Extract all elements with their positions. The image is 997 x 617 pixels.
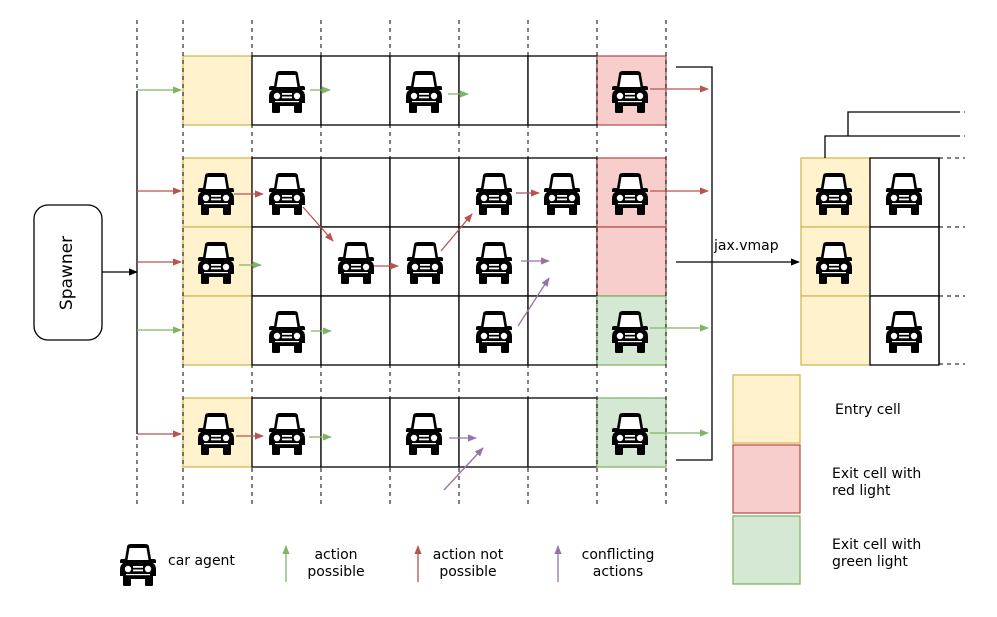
grid-cell (251, 226, 322, 297)
grid-cell (320, 157, 391, 228)
stack-wire-2 (847, 111, 960, 136)
legend-conflicting-line1: conflicting (581, 547, 655, 563)
arrow-layer (137, 85, 709, 582)
legend-conflicting-line2: actions (592, 564, 644, 580)
wire-layer (33, 66, 965, 461)
spawner-label: Spawner (57, 235, 78, 311)
grid-cell (182, 295, 253, 366)
legend-action-possible-line1: action (314, 547, 358, 563)
grid-cell (527, 55, 598, 126)
legend-exit-green-label: Exit cell with green light (832, 537, 921, 571)
grid-cell (320, 55, 391, 126)
action-arrow (517, 277, 550, 327)
grid-cell (458, 55, 529, 126)
grid-cell (527, 397, 598, 468)
grid-cell (458, 397, 529, 468)
vmap-grid-cell (869, 226, 940, 297)
grid-layer (136, 20, 965, 585)
grid-cell (596, 226, 667, 297)
legend-exit-red-line1: Exit cell with (832, 466, 922, 482)
legend-exit-green-line1: Exit cell with (832, 537, 922, 553)
stack-wire-1 (824, 135, 960, 158)
action-arrow (302, 206, 334, 242)
grid-cell (320, 397, 391, 468)
grid-cell (527, 295, 598, 366)
grid-cell (182, 55, 253, 126)
legend-action-possible-label: action possible (303, 547, 369, 581)
legend-action-not-possible-line1: action not (432, 547, 504, 563)
legend-entry-cell-label: Entry cell (835, 402, 901, 418)
spawner-label-box: Spawner (52, 208, 82, 338)
grid-cell (320, 295, 391, 366)
legend-exit-green-line2: green light (832, 554, 908, 570)
vmap-label: jax.vmap (714, 238, 779, 254)
legend-action-possible-line2: possible (307, 564, 365, 580)
legend-car-agent-label: car agent (168, 553, 235, 569)
legend-action-not-possible-label: action not possible (427, 547, 509, 581)
legend-conflicting-label: conflicting actions (571, 547, 665, 581)
exit-collector (676, 66, 713, 461)
action-arrow (443, 447, 484, 491)
grid-cell (596, 157, 667, 228)
vmap-grid-cell (869, 157, 940, 228)
legend-exit-red-line2: red light (832, 483, 891, 499)
legend-green-swatch (732, 515, 801, 585)
legend-action-not-possible-line2: possible (439, 564, 497, 580)
legend-exit-red-label: Exit cell with red light (832, 466, 921, 500)
grid-cell (389, 157, 460, 228)
vmap-grid-cell (800, 295, 871, 366)
legend-entry-swatch (732, 374, 801, 444)
car-icon (120, 544, 156, 586)
grid-cell (389, 295, 460, 366)
action-arrow (440, 213, 473, 252)
legend-red-swatch (732, 444, 801, 514)
grid-cell (182, 157, 253, 228)
